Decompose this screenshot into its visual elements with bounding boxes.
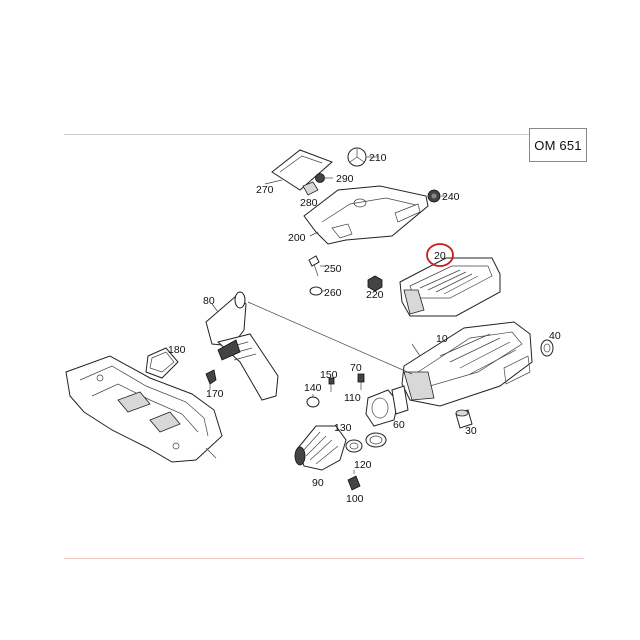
frame-bottom-line <box>64 558 584 559</box>
underbody-panel[interactable] <box>65 355 223 463</box>
callout-170: 170 <box>206 388 224 400</box>
part-270-cover-strip[interactable] <box>264 149 333 191</box>
callout-270: 270 <box>256 184 274 196</box>
part-140-clamp[interactable] <box>306 394 320 408</box>
callout-150: 150 <box>320 369 338 381</box>
part-10-filter-housing[interactable] <box>401 321 533 407</box>
part-200-engine-cover[interactable] <box>303 185 429 245</box>
part-90-corrugated-hose[interactable] <box>294 425 347 471</box>
callout-100: 100 <box>346 493 364 505</box>
engine-model-text: OM 651 <box>534 137 582 153</box>
part-30-sleeve[interactable] <box>455 409 473 429</box>
callout-90: 90 <box>312 477 324 489</box>
callout-260: 260 <box>324 287 342 299</box>
callout-290: 290 <box>336 173 354 185</box>
callout-60: 60 <box>393 419 405 431</box>
callout-180: 180 <box>168 344 186 356</box>
part-250-bolt[interactable] <box>308 255 326 277</box>
part-170-clip[interactable] <box>205 369 217 390</box>
frame-top-line <box>64 134 584 135</box>
callout-20: 20 <box>434 250 446 262</box>
part-260-washer[interactable] <box>309 286 326 296</box>
callout-labels: 210 270 290 280 240 200 20 250 260 220 8… <box>168 152 561 505</box>
callout-220: 220 <box>366 289 384 301</box>
part-150-bolt[interactable] <box>328 377 335 392</box>
callout-130: 130 <box>334 422 352 434</box>
callout-240: 240 <box>442 191 460 203</box>
highlight-circle-20 <box>426 243 454 267</box>
leader-duct-housing <box>247 301 413 375</box>
callout-250: 250 <box>324 263 342 275</box>
part-130-hose-clamp[interactable] <box>345 439 363 453</box>
callout-210: 210 <box>369 152 387 164</box>
part-20-air-filter[interactable] <box>399 257 501 317</box>
part-60-flange[interactable] <box>391 385 409 415</box>
part-280-grommet[interactable] <box>302 181 319 196</box>
callout-140: 140 <box>304 382 322 394</box>
part-210-emblem[interactable] <box>347 147 378 167</box>
callout-40: 40 <box>549 330 561 342</box>
part-290-nut[interactable] <box>315 173 334 183</box>
part-80-intake-duct[interactable] <box>205 291 279 401</box>
callout-200: 200 <box>288 232 306 244</box>
part-120-ring[interactable] <box>365 432 387 448</box>
part-180-gasket[interactable] <box>145 347 179 379</box>
part-220-nut[interactable] <box>367 275 383 292</box>
part-100-small-clamp[interactable] <box>347 470 361 491</box>
part-110-connector[interactable] <box>365 389 399 427</box>
callout-30: 30 <box>465 425 477 437</box>
callout-280: 280 <box>300 197 318 209</box>
part-40-seal[interactable] <box>540 339 554 357</box>
callout-120: 120 <box>354 459 372 471</box>
part-70-bolt[interactable] <box>357 373 365 390</box>
callout-70: 70 <box>350 362 362 374</box>
part-240-mount[interactable] <box>427 189 447 203</box>
engine-model-label: OM 651 <box>529 128 587 162</box>
callout-80: 80 <box>203 295 215 307</box>
callout-10: 10 <box>436 333 448 345</box>
callout-110: 110 <box>344 392 361 404</box>
